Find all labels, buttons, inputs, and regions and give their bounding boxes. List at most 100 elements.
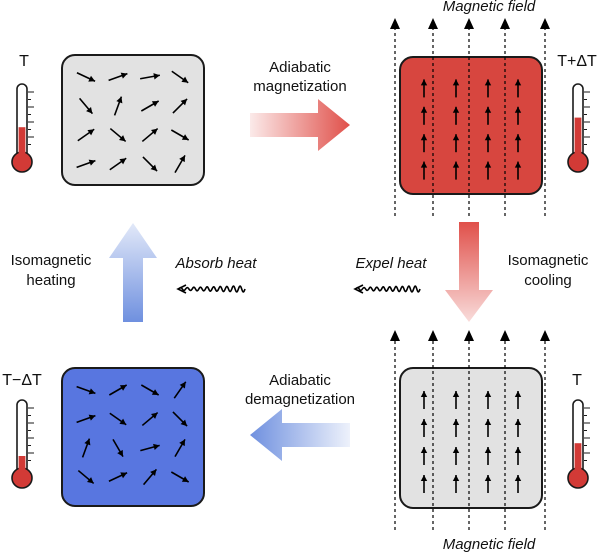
thermometer-label-top-left: T	[19, 53, 29, 70]
spin-arrow	[109, 127, 127, 143]
spin-arrow	[76, 385, 96, 395]
spin-arrow	[514, 475, 522, 493]
thermometer-label-top-right: T+ΔT	[557, 53, 597, 70]
spin-arrow	[484, 79, 492, 98]
spin-arrow	[78, 97, 94, 115]
spin-arrow	[113, 96, 123, 116]
spin-arrow	[140, 443, 160, 452]
spin-arrow	[108, 472, 128, 482]
isomagnetic-heating-label-line1: Isomagnetic	[11, 252, 92, 269]
random-spins-bottom-left	[76, 381, 190, 486]
expel-heat-label: Expel heat	[356, 255, 428, 272]
spin-arrow	[484, 447, 492, 465]
spin-arrow	[452, 106, 460, 125]
spin-arrow	[420, 447, 428, 465]
absorb-heat-label: Absorb heat	[175, 255, 258, 272]
magnetic-field-lines-top	[390, 18, 550, 216]
spin-arrow	[514, 391, 522, 409]
spin-arrow	[77, 469, 95, 485]
spin-arrow	[140, 384, 160, 396]
adiabatic-magnetization-label-line1: Adiabatic	[269, 59, 331, 76]
absorb-heat-wave-icon	[176, 284, 246, 294]
spin-arrow	[420, 79, 428, 98]
thermometer-bottom-left-icon	[11, 399, 34, 489]
spin-arrow	[109, 157, 127, 171]
spin-arrow	[172, 98, 188, 114]
adiabatic-demagnetization-label-line1: Adiabatic	[269, 372, 331, 389]
adiabatic-magnetization-label-line2: magnetization	[253, 78, 346, 95]
spin-arrow	[172, 411, 188, 427]
arrow-isomagnetic-heating	[109, 223, 157, 322]
spin-arrow	[514, 161, 522, 180]
spin-arrow	[108, 72, 128, 82]
panel-bottom-left-random-cold	[61, 367, 205, 507]
spin-arrow	[452, 475, 460, 493]
spin-arrow	[452, 419, 460, 437]
spin-arrow	[514, 419, 522, 437]
spin-arrow	[452, 161, 460, 180]
field-line	[500, 18, 510, 216]
spin-arrow	[452, 79, 460, 98]
field-line	[428, 18, 438, 216]
field-line	[390, 18, 400, 216]
spin-arrow	[174, 438, 186, 458]
arrow-adiabatic-demagnetization	[250, 409, 350, 461]
field-line	[464, 330, 474, 530]
magnetic-field-label-bottom: Magnetic field	[443, 536, 536, 553]
thermometer-label-bottom-left: T−ΔT	[2, 372, 42, 389]
spin-arrow	[420, 134, 428, 153]
spin-arrow	[484, 475, 492, 493]
spin-arrow	[514, 447, 522, 465]
thermometer-top-left-icon	[11, 83, 34, 173]
spin-arrow	[484, 391, 492, 409]
spin-arrow	[142, 156, 158, 172]
aligned-spins-top-right	[420, 79, 522, 180]
field-line	[428, 330, 438, 530]
spin-arrow	[484, 134, 492, 153]
spin-arrow	[171, 70, 189, 84]
field-line	[390, 330, 400, 530]
isomagnetic-cooling-label-line1: Isomagnetic	[508, 252, 589, 269]
panel-top-left-random-spins	[61, 54, 205, 186]
spin-arrow	[420, 161, 428, 180]
spin-arrow	[484, 106, 492, 125]
arrow-adiabatic-magnetization	[250, 99, 350, 151]
spin-arrow	[170, 471, 190, 483]
adiabatic-demagnetization-label-line2: demagnetization	[245, 391, 355, 408]
spin-arrow	[420, 391, 428, 409]
panel-top-right-aligned-hot	[399, 56, 543, 195]
spin-arrow	[77, 128, 95, 142]
spin-arrow	[173, 381, 187, 399]
spin-arrow	[141, 411, 159, 427]
random-spins-top-left	[76, 70, 190, 174]
spin-arrow	[484, 419, 492, 437]
field-line	[540, 330, 550, 530]
thermometer-label-bottom-right: T	[572, 372, 582, 389]
magnetic-field-label-top: Magnetic field	[443, 0, 536, 15]
spin-arrow	[142, 468, 158, 486]
spin-arrow	[420, 106, 428, 125]
spin-arrow	[109, 412, 127, 426]
thermometer-top-right-icon	[567, 83, 590, 173]
spin-arrow	[174, 154, 186, 174]
spin-arrow	[452, 134, 460, 153]
aligned-spins-bottom-right	[420, 391, 522, 493]
spin-arrow	[514, 134, 522, 153]
field-line	[464, 18, 474, 216]
spin-arrow	[112, 438, 124, 458]
spin-arrow	[420, 419, 428, 437]
spin-arrow	[76, 414, 96, 424]
spin-arrow	[514, 106, 522, 125]
panel-bottom-right-aligned-neutral	[399, 367, 543, 509]
arrow-isomagnetic-cooling	[445, 222, 493, 322]
spin-arrow	[140, 100, 160, 112]
spin-arrow	[514, 79, 522, 98]
spin-arrow	[76, 72, 96, 82]
spin-arrow	[81, 438, 91, 458]
spin-arrow	[452, 447, 460, 465]
spin-arrow	[170, 129, 190, 141]
expel-heat-wave-icon	[353, 284, 421, 294]
field-line	[500, 330, 510, 530]
spin-arrow	[108, 384, 128, 396]
